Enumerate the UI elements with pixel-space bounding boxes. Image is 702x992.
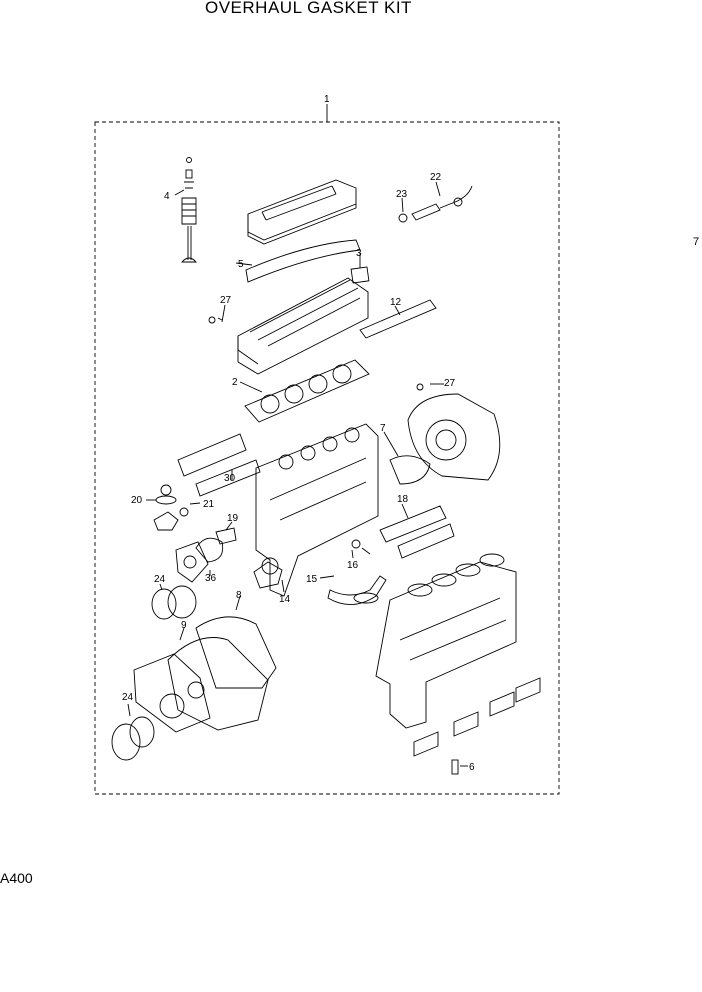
callout-label: 4 bbox=[164, 191, 170, 202]
callout-label: 27 bbox=[220, 295, 232, 306]
seal-ring-lower bbox=[111, 703, 155, 761]
callout-label: 19 bbox=[227, 513, 239, 524]
callout-label: 18 bbox=[397, 494, 409, 505]
side-number: 7 bbox=[693, 236, 700, 248]
callout-label: 14 bbox=[279, 594, 291, 605]
callout-label: 5 bbox=[238, 259, 244, 270]
bearings-part bbox=[413, 677, 541, 775]
rocker-gasket-part bbox=[245, 239, 361, 283]
callout-label: 6 bbox=[469, 762, 475, 773]
callout-label: 30 bbox=[224, 473, 236, 484]
oil-gasket-18-part bbox=[379, 503, 455, 559]
callout-label: 23 bbox=[396, 189, 408, 200]
callout-label: 20 bbox=[131, 495, 143, 506]
callout-label: 24 bbox=[122, 692, 134, 703]
oil-pump-part bbox=[253, 557, 285, 593]
callout-label: 36 bbox=[205, 573, 217, 584]
callout-label: 7 bbox=[380, 423, 386, 434]
callout-label: 22 bbox=[430, 172, 442, 183]
thermostat-part bbox=[146, 484, 201, 531]
callout-label: 24 bbox=[154, 574, 166, 585]
oil-strainer-part bbox=[319, 539, 387, 605]
callout-label: 8 bbox=[236, 590, 242, 601]
water-pump-part bbox=[175, 521, 237, 583]
page-title: OVERHAUL GASKET KIT bbox=[205, 0, 412, 17]
rocker-cover-part bbox=[247, 179, 357, 245]
callout-label: 3 bbox=[356, 248, 362, 259]
seal-ring-upper bbox=[151, 583, 197, 620]
cylinder-head-part bbox=[208, 277, 369, 375]
flywheel-housing-part bbox=[383, 383, 501, 485]
injector-part bbox=[398, 181, 473, 223]
front-cover-part bbox=[133, 653, 211, 733]
callout-label: 16 bbox=[347, 560, 359, 571]
crankcase-part bbox=[375, 553, 517, 729]
valve-part bbox=[174, 157, 197, 263]
gasket-3-part bbox=[350, 266, 370, 284]
callout-label: 2 bbox=[232, 377, 238, 388]
head-gasket-part bbox=[239, 359, 370, 423]
callout-label: 9 bbox=[181, 620, 187, 631]
callout-label: 12 bbox=[390, 297, 402, 308]
callout-label: 15 bbox=[306, 574, 318, 585]
kit-boundary bbox=[94, 121, 560, 795]
engine-block-part bbox=[255, 423, 379, 597]
timing-gasket-part bbox=[167, 595, 277, 731]
callout-1: 1 bbox=[324, 94, 330, 105]
manifold-gasket-12 bbox=[359, 299, 437, 339]
drawing-code: A400 bbox=[0, 870, 33, 886]
callout-labels: 1 4 23 22 5 3 27 12 2 27 30 7 20 21 19 1… bbox=[122, 94, 475, 773]
callout-label: 21 bbox=[203, 499, 215, 510]
callout-label: 27 bbox=[444, 378, 456, 389]
exhaust-gasket-part bbox=[177, 433, 261, 497]
